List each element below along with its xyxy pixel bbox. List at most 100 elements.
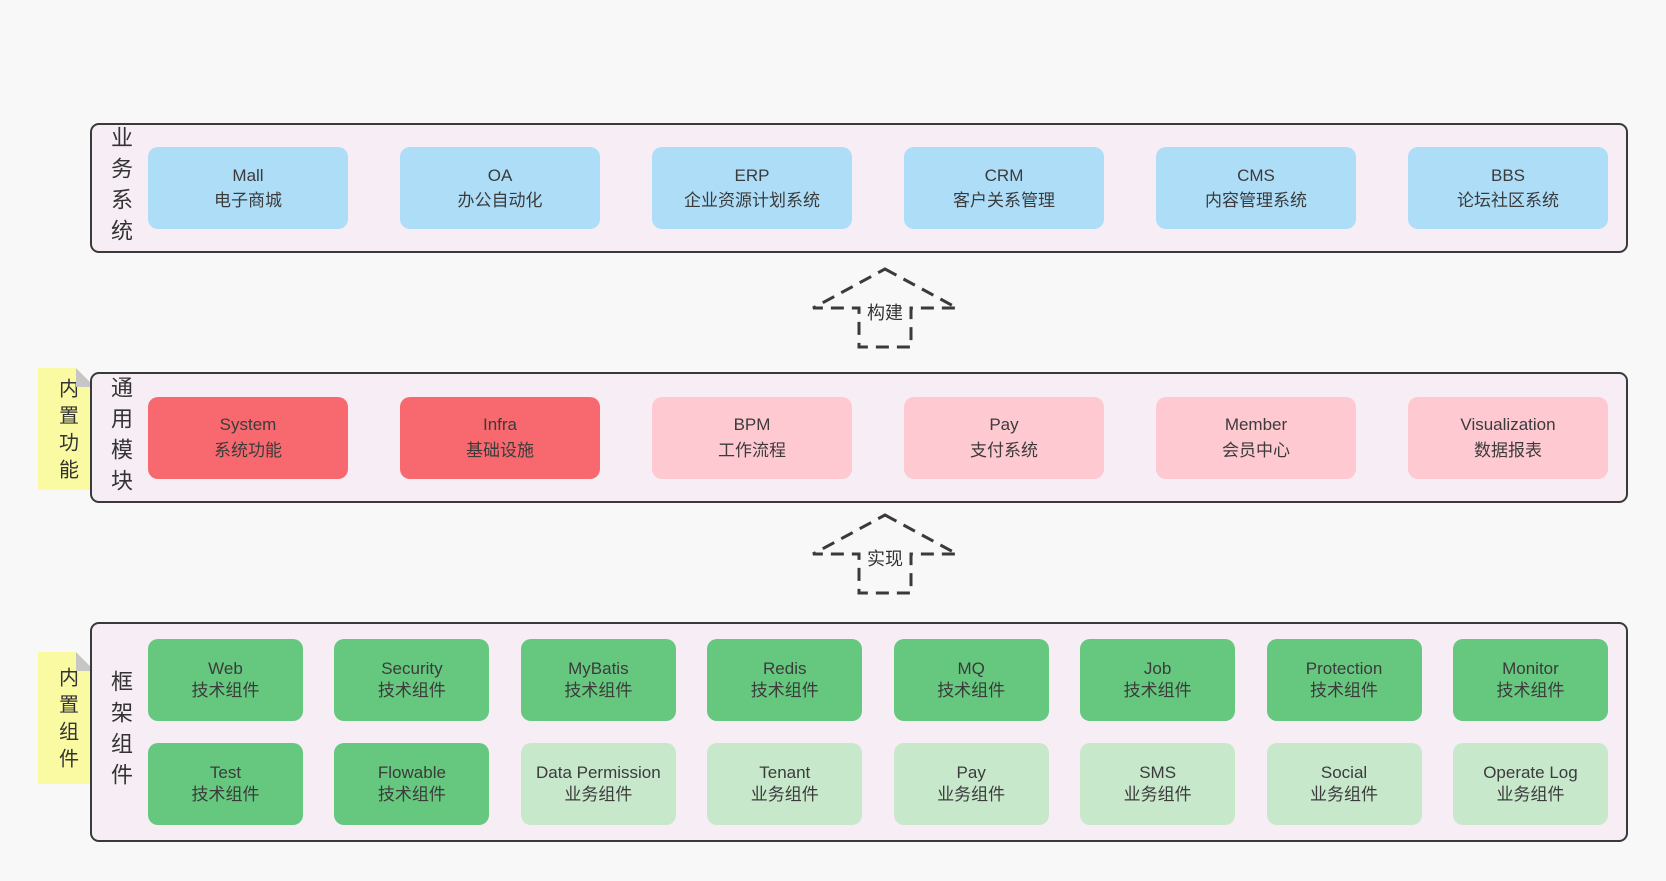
arrow-implement-label: 实现 bbox=[864, 545, 906, 571]
node-title: SMS bbox=[1139, 762, 1177, 782]
node-subtitle: 技术组件 bbox=[377, 785, 446, 804]
node-visualization: Visualization 数据报表 bbox=[1408, 396, 1608, 479]
section-label-business: 业务系统 bbox=[92, 125, 148, 251]
node-subtitle: 电子商城 bbox=[214, 191, 282, 210]
section-label-text: 框架组件 bbox=[108, 670, 133, 794]
node-title: Web bbox=[208, 658, 243, 678]
node-title: Tenant bbox=[759, 762, 811, 782]
node-sms: SMS 业务组件 bbox=[1080, 743, 1236, 825]
node-title: CMS bbox=[1237, 165, 1275, 185]
node-subtitle: 会员中心 bbox=[1222, 440, 1290, 460]
node-test: Test 技术组件 bbox=[148, 743, 303, 825]
section-label-modules: 通用模块 bbox=[92, 374, 148, 501]
node-subtitle: 技术组件 bbox=[1310, 681, 1379, 700]
node-title: Security bbox=[381, 658, 443, 678]
node-bpm: BPM 工作流程 bbox=[652, 396, 852, 479]
arrow-build-label: 构建 bbox=[864, 299, 906, 325]
node-member: Member 会员中心 bbox=[1156, 396, 1356, 479]
node-title: MQ bbox=[957, 658, 985, 678]
node-subtitle: 工作流程 bbox=[718, 440, 786, 460]
node-title: Protection bbox=[1305, 658, 1383, 678]
node-flowable: Flowable 技术组件 bbox=[334, 743, 490, 825]
section-label-components: 框架组件 bbox=[92, 624, 148, 840]
section-label-text: 业务系统 bbox=[108, 126, 133, 250]
node-title: OA bbox=[487, 165, 513, 185]
node-title: Job bbox=[1143, 658, 1172, 678]
node-title: BBS bbox=[1490, 165, 1526, 185]
node-data-permission: Data Permission 业务组件 bbox=[520, 743, 676, 825]
components-boxes-grid: Web 技术组件 Security 技术组件 MyBatis 技术组件 Redi… bbox=[148, 624, 1626, 840]
sticky-note-label: 内置组件 bbox=[55, 667, 78, 775]
dashed-up-arrow-build-icon: 构建 bbox=[810, 266, 960, 350]
node-tenant: Tenant 业务组件 bbox=[707, 743, 863, 825]
components-row-1: Web 技术组件 Security 技术组件 MyBatis 技术组件 Redi… bbox=[148, 639, 1608, 721]
node-subtitle: 技术组件 bbox=[1496, 681, 1565, 700]
modules-boxes-row: System 系统功能 Infra 基础设施 BPM 工作流程 Pay 支付系统… bbox=[148, 374, 1626, 501]
node-pay-business: Pay 业务组件 bbox=[893, 743, 1049, 825]
node-subtitle: 客户关系管理 bbox=[953, 191, 1055, 210]
node-title: Monitor bbox=[1502, 658, 1559, 678]
node-title: Operate Log bbox=[1483, 762, 1578, 782]
business-boxes-row: Mall 电子商城 OA 办公自动化 ERP 企业资源计划系统 CRM 客户关系… bbox=[148, 125, 1626, 251]
node-subtitle: 技术组件 bbox=[1123, 681, 1192, 700]
node-subtitle: 业务组件 bbox=[937, 785, 1006, 804]
node-infra: Infra 基础设施 bbox=[400, 396, 600, 479]
node-title: Pay bbox=[989, 415, 1019, 434]
node-subtitle: 数据报表 bbox=[1474, 440, 1542, 460]
node-title: BPM bbox=[733, 415, 771, 434]
node-web: Web 技术组件 bbox=[148, 639, 303, 721]
node-title: System bbox=[219, 415, 277, 434]
node-monitor: Monitor 技术组件 bbox=[1452, 639, 1608, 721]
node-security: Security 技术组件 bbox=[334, 639, 490, 721]
node-title: Flowable bbox=[377, 762, 446, 782]
node-title: Pay bbox=[956, 762, 986, 782]
node-mybatis: MyBatis 技术组件 bbox=[520, 639, 676, 721]
panel-business-systems: 业务系统 Mall 电子商城 OA 办公自动化 ERP 企业资源计划系统 CRM… bbox=[90, 123, 1628, 253]
node-cms: CMS 内容管理系统 bbox=[1156, 147, 1356, 229]
dashed-up-arrow-implement-icon: 实现 bbox=[810, 512, 960, 596]
node-pay: Pay 支付系统 bbox=[904, 396, 1104, 479]
node-title: Visualization bbox=[1460, 415, 1556, 434]
node-subtitle: 技术组件 bbox=[377, 681, 446, 700]
node-subtitle: 企业资源计划系统 bbox=[684, 191, 820, 210]
node-subtitle: 技术组件 bbox=[191, 785, 260, 804]
node-subtitle: 内容管理系统 bbox=[1205, 191, 1307, 210]
sticky-note-label: 内置功能 bbox=[55, 378, 78, 486]
node-title: Redis bbox=[763, 658, 807, 678]
node-subtitle: 技术组件 bbox=[191, 681, 260, 700]
node-title: Social bbox=[1320, 762, 1368, 782]
node-subtitle: 办公自动化 bbox=[457, 191, 543, 210]
node-subtitle: 业务组件 bbox=[750, 785, 819, 804]
node-job: Job 技术组件 bbox=[1080, 639, 1236, 721]
node-subtitle: 业务组件 bbox=[1123, 785, 1192, 804]
node-subtitle: 基础设施 bbox=[466, 440, 534, 460]
node-system: System 系统功能 bbox=[148, 396, 348, 479]
node-title: Infra bbox=[482, 415, 518, 434]
panel-common-modules: 通用模块 System 系统功能 Infra 基础设施 BPM 工作流程 Pay… bbox=[90, 372, 1628, 503]
components-row-2: Test 技术组件 Flowable 技术组件 Data Permission … bbox=[148, 743, 1608, 825]
node-title: MyBatis bbox=[568, 658, 629, 678]
panel-framework-components: 框架组件 Web 技术组件 Security 技术组件 MyBatis 技术组件… bbox=[90, 622, 1628, 842]
node-operate-log: Operate Log 业务组件 bbox=[1452, 743, 1608, 825]
section-label-text: 通用模块 bbox=[108, 375, 133, 500]
node-subtitle: 业务组件 bbox=[564, 785, 633, 804]
node-title: ERP bbox=[734, 165, 770, 185]
node-mall: Mall 电子商城 bbox=[148, 147, 348, 229]
node-mq: MQ 技术组件 bbox=[893, 639, 1049, 721]
node-subtitle: 业务组件 bbox=[1496, 785, 1565, 804]
node-erp: ERP 企业资源计划系统 bbox=[652, 147, 852, 229]
node-social: Social 业务组件 bbox=[1266, 743, 1422, 825]
node-subtitle: 系统功能 bbox=[214, 440, 282, 460]
node-bbs: BBS 论坛社区系统 bbox=[1408, 147, 1608, 229]
sticky-note-builtin-components: 内置组件 bbox=[38, 652, 95, 784]
node-title: Member bbox=[1224, 415, 1288, 434]
node-subtitle: 业务组件 bbox=[1310, 785, 1379, 804]
node-redis: Redis 技术组件 bbox=[707, 639, 863, 721]
node-subtitle: 技术组件 bbox=[564, 681, 633, 700]
node-subtitle: 技术组件 bbox=[750, 681, 819, 700]
up-arrow-shape bbox=[812, 267, 958, 349]
node-subtitle: 支付系统 bbox=[970, 440, 1038, 460]
up-arrow-shape bbox=[812, 513, 958, 595]
node-oa: OA 办公自动化 bbox=[400, 147, 600, 229]
node-title: Data Permission bbox=[535, 762, 661, 782]
